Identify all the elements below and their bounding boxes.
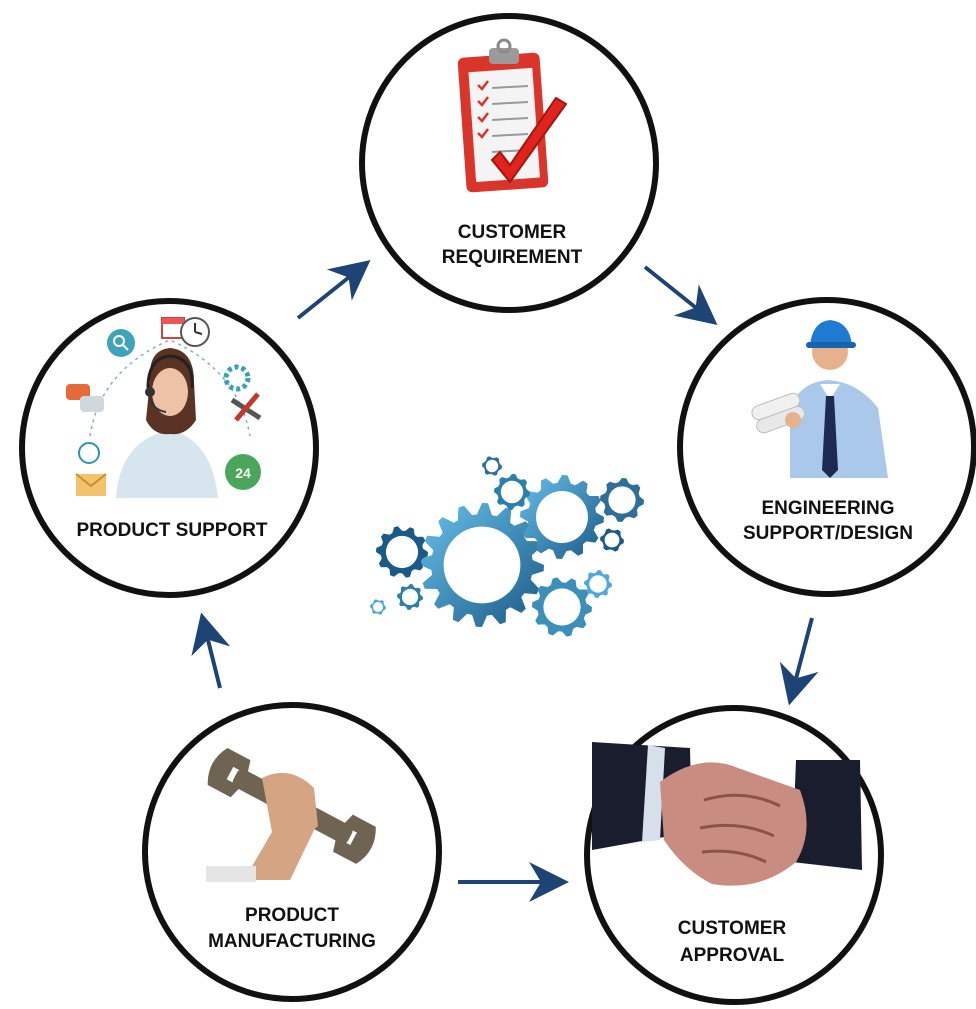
search-icon <box>107 329 135 357</box>
node-label-line2: APPROVAL <box>680 945 785 966</box>
badge-24-label: 24 <box>235 465 251 481</box>
node-label-line1: ENGINEERING <box>761 498 894 519</box>
node-label-line1: PRODUCT SUPPORT <box>76 520 267 541</box>
gear-hole <box>401 588 419 606</box>
arrow-engineering-to-approval <box>779 617 819 706</box>
arrow-requirement-to-engineering <box>643 265 718 325</box>
gear-hole <box>536 491 588 543</box>
support-agent-headset-icon: 24 <box>66 317 262 498</box>
gear-hole <box>543 588 581 626</box>
node-label-line1: PRODUCT <box>245 905 339 926</box>
engineer-hardhat-icon <box>751 320 888 478</box>
node-product-support: 24 PRODUCT SUPPORT <box>19 298 319 598</box>
flow-arrows <box>191 260 819 902</box>
node-label-line2: SUPPORT/DESIGN <box>743 523 913 544</box>
gear-hole <box>373 602 383 612</box>
node-label-line2: REQUIREMENT <box>442 247 583 268</box>
node-label-line1: CUSTOMER <box>678 918 787 939</box>
node-customer-requirement: CUSTOMER REQUIREMENT <box>359 13 659 313</box>
node-customer-approval: CUSTOMER APPROVAL <box>584 705 884 1005</box>
node-product-manufacturing: PRODUCT MANUFACTURING <box>142 702 442 1002</box>
clock-icon <box>180 317 210 347</box>
gear-hole <box>589 575 607 593</box>
gear-hole <box>604 532 620 548</box>
settings-tools-icon <box>223 364 262 422</box>
email-icon <box>75 442 107 496</box>
node-label-line1: CUSTOMER <box>458 222 567 243</box>
gear-hole <box>485 459 499 473</box>
node-engineering-support: ENGINEERING SUPPORT/DESIGN <box>677 297 976 597</box>
chat-bubble-icon <box>66 384 104 412</box>
gear-hole <box>608 486 636 514</box>
gear-hole <box>500 480 524 504</box>
phone-24-icon: 24 <box>225 454 261 490</box>
handshake-icon <box>592 742 862 886</box>
clipboard-checklist-icon <box>457 38 568 193</box>
arrow-support-to-requirement <box>296 260 371 320</box>
gear-hole <box>443 526 521 604</box>
node-label-line2: MANUFACTURING <box>208 931 376 952</box>
gears-icon <box>370 456 644 637</box>
arrow-manufacturing-to-support <box>191 612 231 689</box>
gear-hole <box>385 535 419 569</box>
wrench-hand-icon <box>206 747 376 882</box>
